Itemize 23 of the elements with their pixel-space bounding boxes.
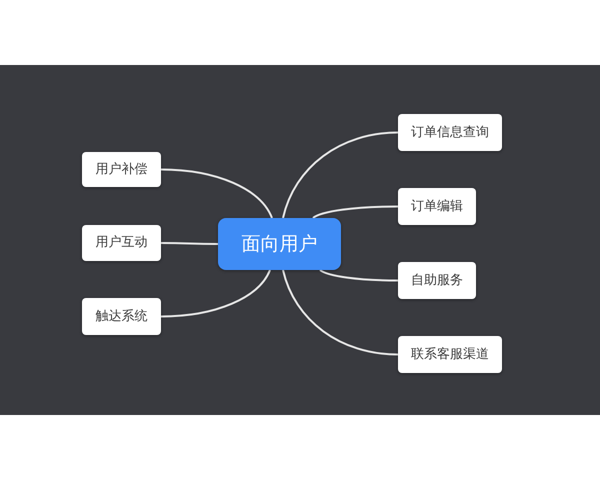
topic-text: 面向用户	[242, 232, 318, 256]
connector-line	[160, 270, 271, 318]
topic-text: 用户互动	[96, 235, 148, 251]
topic-text: 联系客服渠道	[411, 346, 489, 362]
subtopic-box	[398, 336, 502, 373]
connector-line	[160, 168, 273, 218]
subtopic-box	[398, 262, 476, 299]
subtopic-box	[82, 225, 161, 261]
connector-line	[282, 132, 398, 218]
central-topic-box	[218, 218, 341, 270]
connector-line	[282, 270, 398, 356]
subtopic-box	[82, 298, 161, 335]
topic-text: 订单编辑	[411, 198, 463, 214]
subtopic-box	[398, 114, 502, 151]
subtopic-box	[82, 152, 161, 187]
subtopic-box	[398, 188, 476, 225]
topic-text: 自助服务	[411, 272, 463, 288]
connector-line	[319, 269, 398, 282]
connector-line	[161, 242, 218, 245]
topic-text: 触达系统	[96, 308, 148, 324]
connector-line	[312, 206, 398, 219]
topic-text: 订单信息查询	[411, 124, 489, 140]
topic-text: 用户补偿	[96, 162, 148, 178]
